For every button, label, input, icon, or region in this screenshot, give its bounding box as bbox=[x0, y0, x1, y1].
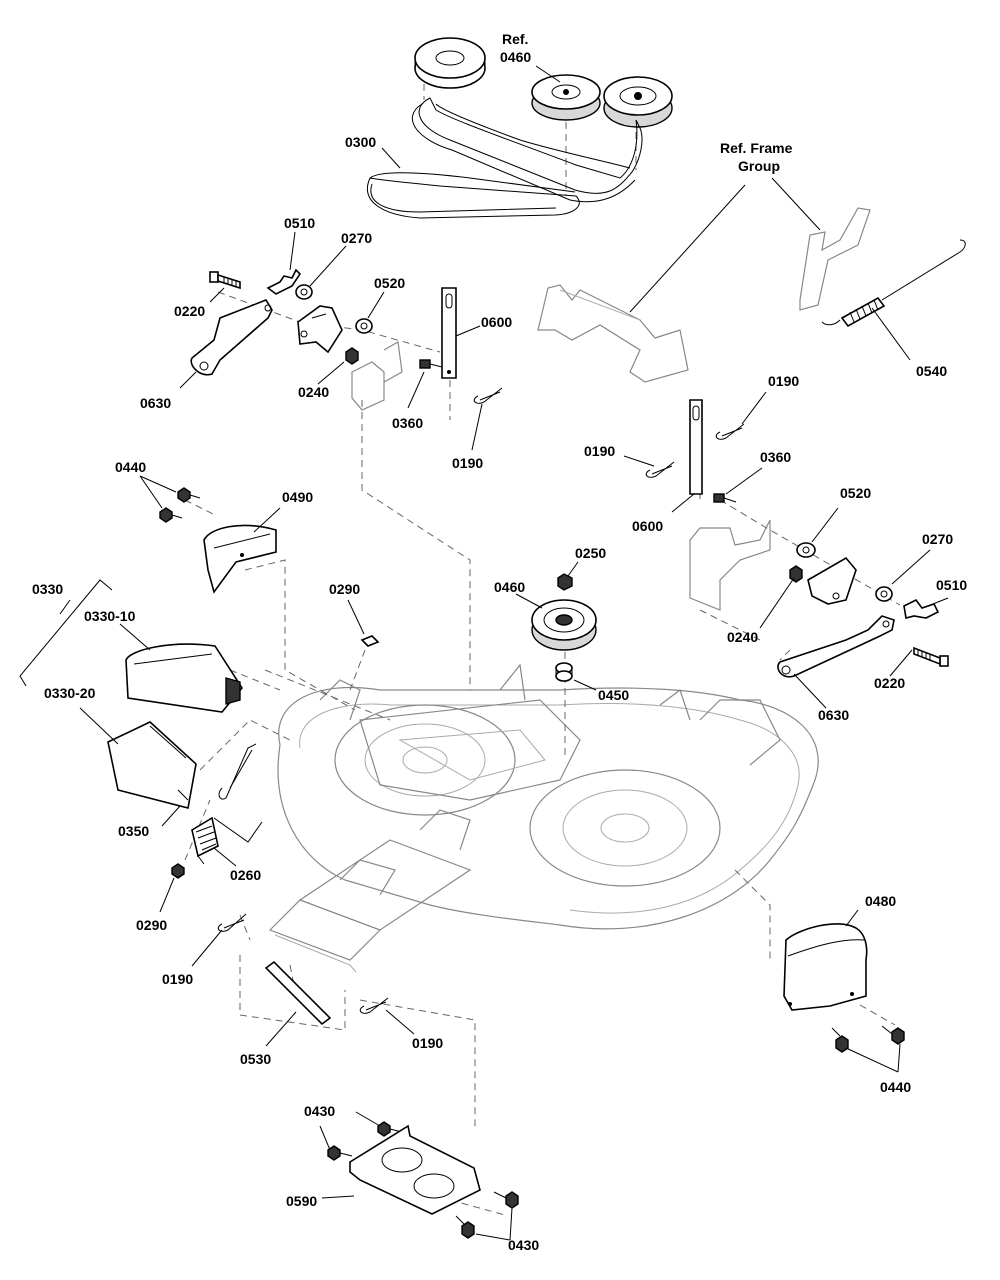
part-label-0460: 0460 bbox=[494, 579, 525, 595]
part-label-0630-right: 0630 bbox=[818, 707, 849, 723]
spacer-0450 bbox=[555, 662, 573, 682]
washer-0270-right bbox=[875, 586, 893, 602]
chute-0330-20 bbox=[107, 721, 197, 809]
idler-pulley-0460 bbox=[531, 599, 597, 651]
ref-pulley-0460 bbox=[531, 74, 601, 121]
dashed-assembly-lines bbox=[184, 72, 901, 1216]
bracket-0270-plate-right bbox=[807, 556, 857, 605]
arm-0630-left bbox=[190, 299, 273, 376]
ref-0460-label-line2: 0460 bbox=[500, 49, 531, 65]
part-label-0330: 0330 bbox=[32, 581, 63, 597]
cover-0490 bbox=[203, 524, 277, 594]
part-label-0190-c: 0190 bbox=[584, 443, 615, 459]
mower-deck-housing bbox=[268, 663, 819, 973]
bolt-0440-top-a bbox=[177, 487, 201, 503]
bolt-0220-left bbox=[209, 271, 241, 290]
rod-0600-left bbox=[441, 287, 457, 379]
hairpin-0190-a bbox=[473, 387, 503, 404]
washer-0520-right bbox=[796, 542, 816, 558]
part-label-0190-b: 0190 bbox=[768, 373, 799, 389]
nut-0240-right bbox=[789, 565, 803, 583]
part-label-0430-b: 0430 bbox=[508, 1237, 539, 1253]
top-pulley-right bbox=[603, 76, 673, 128]
part-label-0360-left: 0360 bbox=[392, 415, 423, 431]
arm-0630-right bbox=[777, 615, 895, 678]
part-label-0520-right: 0520 bbox=[840, 485, 871, 501]
part-label-0590: 0590 bbox=[286, 1193, 317, 1209]
ref-frame-label-line2: Group bbox=[738, 158, 780, 174]
part-label-0260: 0260 bbox=[230, 867, 261, 883]
wing-nut-0510-right bbox=[903, 598, 940, 619]
bolt-0440-bottom-a bbox=[881, 1025, 905, 1045]
nut-0250 bbox=[557, 573, 573, 591]
rod-0350 bbox=[218, 743, 257, 800]
hairpin-0190-b bbox=[715, 423, 745, 440]
part-label-0190-a: 0190 bbox=[452, 455, 483, 471]
cover-0480 bbox=[783, 923, 868, 1011]
nut-0290-bottom bbox=[171, 863, 185, 879]
spring-0260 bbox=[191, 816, 263, 865]
belt-0300 bbox=[367, 97, 643, 219]
part-label-0510-left: 0510 bbox=[284, 215, 315, 231]
part-label-0490: 0490 bbox=[282, 489, 313, 505]
part-labels: Ref. 0460 Ref. Frame Group 0300 0510 027… bbox=[32, 31, 967, 1253]
part-label-0240-right: 0240 bbox=[727, 629, 758, 645]
wing-nut-0510-left bbox=[266, 268, 302, 295]
bolt-0360-right bbox=[713, 493, 737, 503]
left-frame-bracket bbox=[351, 341, 403, 411]
part-label-0360-right: 0360 bbox=[760, 449, 791, 465]
part-label-0290-top: 0290 bbox=[329, 581, 360, 597]
part-label-0600-right: 0600 bbox=[632, 518, 663, 534]
part-label-0440-top: 0440 bbox=[115, 459, 146, 475]
frame-group-ghost bbox=[537, 207, 871, 611]
ref-frame-label-line1: Ref. Frame bbox=[720, 140, 793, 156]
chute-0330-10 bbox=[125, 643, 243, 713]
part-label-0600-top: 0600 bbox=[481, 314, 512, 330]
part-label-0450: 0450 bbox=[598, 687, 629, 703]
spring-0540 bbox=[821, 239, 966, 328]
part-label-0330-20: 0330-20 bbox=[44, 685, 96, 701]
top-pulley-left bbox=[414, 37, 486, 89]
washer-0270-left bbox=[295, 284, 313, 300]
part-label-0530: 0530 bbox=[240, 1051, 271, 1067]
part-label-0290-bottom: 0290 bbox=[136, 917, 167, 933]
part-label-0270-right: 0270 bbox=[922, 531, 953, 547]
part-label-0330-10: 0330-10 bbox=[84, 608, 136, 624]
part-label-0430-a: 0430 bbox=[304, 1103, 335, 1119]
hairpin-0190-e bbox=[359, 997, 389, 1014]
rod-0600-right bbox=[689, 399, 703, 495]
ref-0460-label-line1: Ref. bbox=[502, 31, 528, 47]
part-label-0300: 0300 bbox=[345, 134, 376, 150]
part-label-0480: 0480 bbox=[865, 893, 896, 909]
part-label-0520-left: 0520 bbox=[374, 275, 405, 291]
hairpin-0190-c bbox=[645, 461, 675, 478]
nut-0290-top bbox=[360, 635, 380, 647]
part-label-0510-right: 0510 bbox=[936, 577, 967, 593]
bolt-0440-top-b bbox=[159, 507, 183, 523]
part-label-0540: 0540 bbox=[916, 363, 947, 379]
part-label-0630-left: 0630 bbox=[140, 395, 171, 411]
bolt-0430-d bbox=[455, 1215, 475, 1239]
part-label-0270-left: 0270 bbox=[341, 230, 372, 246]
part-label-0190-d: 0190 bbox=[162, 971, 193, 987]
hairpin-0190-d bbox=[217, 913, 247, 932]
part-label-0240-left: 0240 bbox=[298, 384, 329, 400]
pin-0530 bbox=[264, 960, 332, 1026]
part-label-0220-left: 0220 bbox=[174, 303, 205, 319]
washer-0520-left bbox=[355, 318, 373, 334]
part-label-0220-right: 0220 bbox=[874, 675, 905, 691]
plate-0590 bbox=[349, 1124, 481, 1215]
bolt-0430-c bbox=[493, 1191, 519, 1209]
part-label-0440-bottom: 0440 bbox=[880, 1079, 911, 1095]
bolt-0440-bottom-b bbox=[831, 1027, 849, 1053]
bolt-0430-b bbox=[327, 1145, 353, 1161]
part-label-0350: 0350 bbox=[118, 823, 149, 839]
nut-0240-left bbox=[345, 347, 359, 365]
part-label-0250: 0250 bbox=[575, 545, 606, 561]
bolt-0220-right bbox=[913, 646, 949, 667]
leader-lines bbox=[19, 65, 949, 1241]
bracket-0270-plate-left bbox=[297, 305, 343, 354]
part-label-0190-e: 0190 bbox=[412, 1035, 443, 1051]
